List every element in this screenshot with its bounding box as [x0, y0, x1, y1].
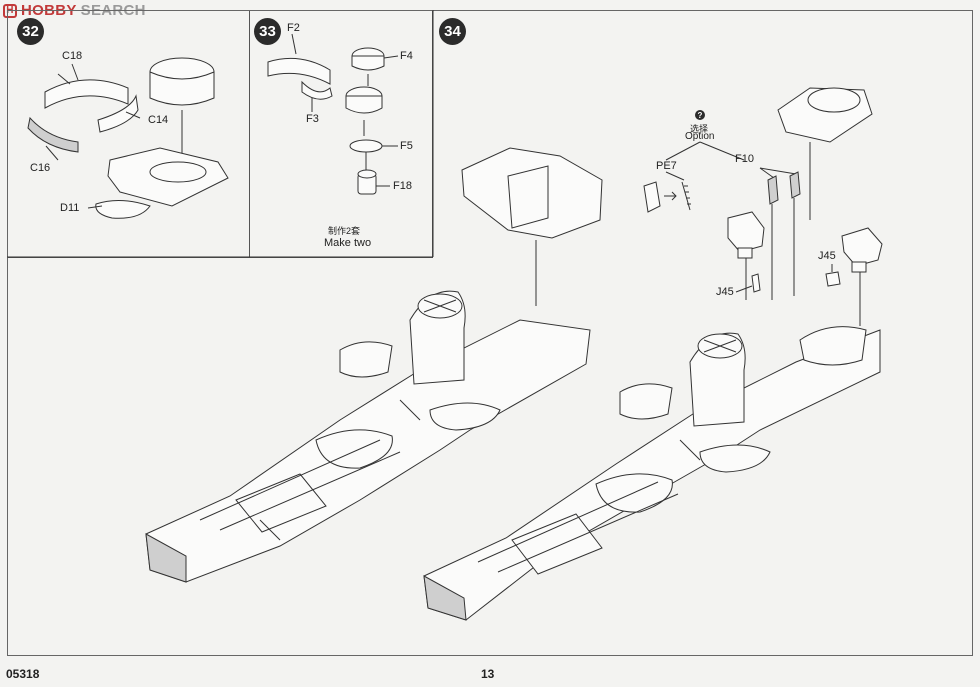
part-label-f10: F10 [735, 153, 754, 165]
part-label-j45-left: J45 [716, 286, 734, 298]
step-34-badge: 34 [439, 18, 466, 45]
part-label-j45-right: J45 [818, 250, 836, 262]
page-number: 13 [481, 667, 495, 681]
part-label-f3: F3 [306, 113, 319, 125]
hull-left-drawing [145, 290, 591, 583]
option-question-icon: ? [695, 110, 705, 120]
step-32-badge: 32 [17, 18, 44, 45]
step-34-panel [7, 10, 973, 656]
part-label-f18: F18 [393, 180, 412, 192]
make-two-note: Make two [324, 237, 372, 249]
make-two-note-zh: 制作2套 [328, 226, 361, 236]
hull-right-drawing [423, 326, 881, 621]
step-33-drawing [267, 33, 399, 195]
part-label-c18: C18 [62, 50, 83, 62]
part-label-c16: C16 [30, 162, 51, 174]
part-label-f2: F2 [287, 22, 300, 34]
part-label-f4: F4 [400, 50, 413, 62]
part-label-pe7: PE7 [656, 160, 677, 172]
step-33-badge: 33 [254, 18, 281, 45]
product-code: 05318 [6, 667, 40, 681]
option-note-zh: 选择 [690, 124, 709, 134]
step-32-drawing [27, 57, 229, 219]
part-label-d11: D11 [60, 202, 80, 214]
part-label-f5: F5 [400, 140, 413, 152]
option-note: Option [685, 131, 715, 142]
step-34-drawing [461, 87, 883, 326]
part-label-c14: C14 [148, 114, 169, 126]
